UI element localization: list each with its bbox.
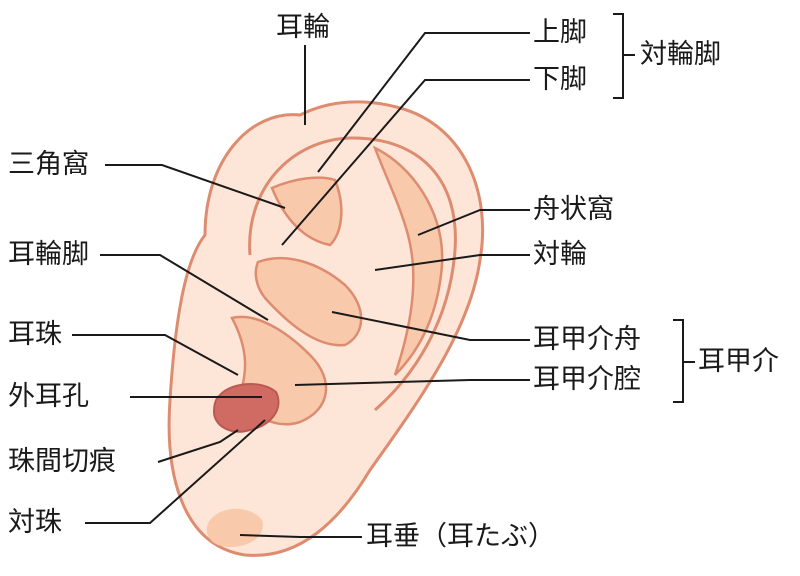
label-crus-of-helix: 耳輪脚	[8, 239, 89, 270]
label-tragus: 耳珠	[8, 319, 62, 350]
label-external-auditory-meatus: 外耳孔	[8, 381, 89, 412]
leader-cymba-conchae	[331, 311, 530, 341]
leader-earlobe	[239, 534, 362, 538]
cymba-conchae-shape	[254, 256, 363, 347]
label-concha: 耳甲介	[698, 346, 779, 377]
label-crus-inferior: 下脚	[533, 64, 587, 95]
label-helix: 耳輪	[276, 12, 330, 43]
label-triangular-fossa: 三角窩	[8, 149, 89, 180]
leader-crus-superior	[317, 32, 530, 173]
triangular-fossa-shape	[270, 176, 343, 247]
leader-triangular-fossa	[105, 164, 286, 209]
bracket-antihelix-crura	[613, 13, 624, 99]
leader-tragus	[72, 334, 239, 376]
label-cymba-conchae: 耳甲介舟	[533, 324, 641, 355]
bracket-concha	[673, 319, 684, 403]
leader-cavum-conchae	[294, 379, 530, 386]
leader-scaphoid-fossa	[417, 209, 530, 236]
leader-antitragus	[85, 419, 266, 524]
leader-crus-of-helix	[100, 254, 269, 321]
earlobe-shade	[206, 508, 263, 548]
auditory-canal-shape	[212, 383, 280, 433]
leader-antihelix	[374, 254, 530, 271]
label-scaphoid-fossa: 舟状窩	[533, 194, 614, 225]
leader-intertragic-notch	[157, 429, 239, 463]
label-antihelix: 対輪	[533, 239, 587, 270]
label-antihelix-crura: 対輪脚	[640, 39, 721, 70]
label-intertragic-notch: 珠間切痕	[8, 446, 116, 477]
helix-inner-fold	[248, 136, 457, 412]
label-earlobe: 耳垂（耳たぶ）	[366, 521, 555, 552]
leader-crus-inferior	[281, 79, 530, 246]
label-antitragus: 対珠	[8, 507, 62, 538]
label-crus-superior: 上脚	[533, 17, 587, 48]
scaphoid-fossa-shape	[372, 145, 444, 376]
label-cavum-conchae: 耳甲介腔	[533, 364, 641, 395]
